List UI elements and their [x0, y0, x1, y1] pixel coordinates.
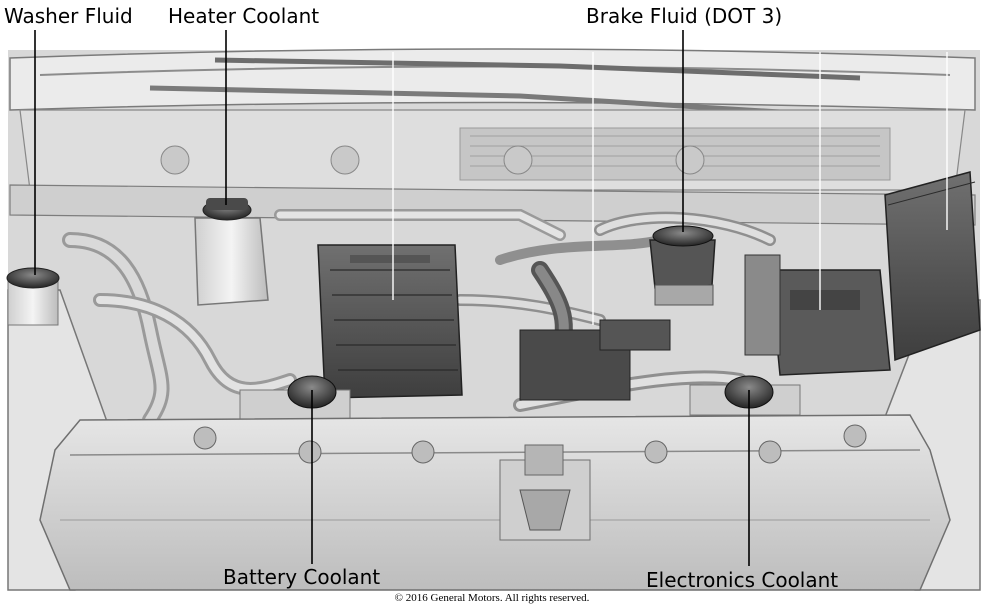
front-radiator-support	[39, 414, 951, 591]
fuse-box	[884, 171, 981, 362]
label-washer-fluid: Washer Fluid	[4, 4, 133, 28]
brake-fluid-reservoir	[649, 225, 716, 306]
pointer-lines	[392, 52, 948, 325]
control-module	[744, 254, 891, 376]
label-brake-fluid: Brake Fluid (DOT 3)	[586, 4, 783, 28]
power-electronics-module	[317, 244, 463, 399]
label-electronics-coolant: Electronics Coolant	[646, 568, 839, 592]
copyright-notice: © 2016 General Motors. All rights reserv…	[394, 592, 590, 604]
dark-center-components	[519, 319, 671, 401]
washer-fluid-reservoir	[6, 267, 60, 326]
leader-lines	[34, 30, 750, 566]
heater-coolant-reservoir	[194, 198, 269, 306]
battery-coolant-reservoir	[239, 375, 351, 421]
label-battery-coolant: Battery Coolant	[223, 565, 381, 589]
label-heater-coolant: Heater Coolant	[168, 4, 320, 28]
hoses	[62, 209, 776, 428]
